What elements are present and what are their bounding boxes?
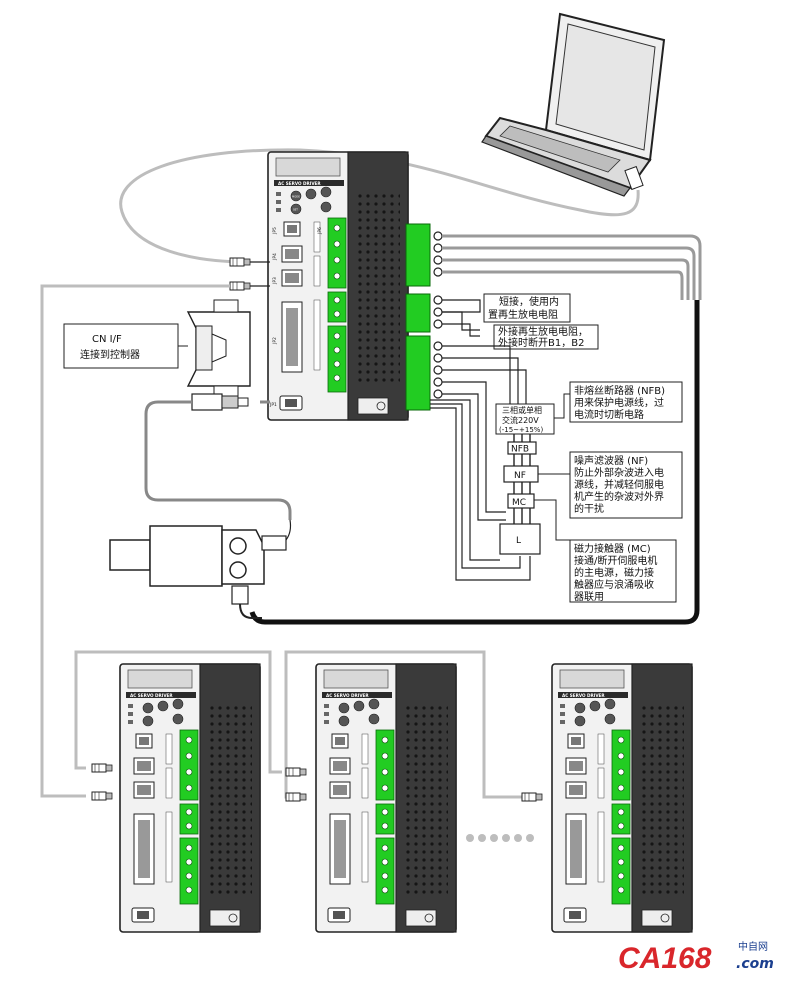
nfb-label: NFB	[511, 445, 529, 455]
nf-callout: 噪声滤波器 (NF) 防止外部杂波进入电 源线，并减轻伺服电 机产生的杂波对外界…	[569, 451, 683, 519]
ext-line1: 外接再生放电电阻，	[498, 325, 588, 338]
encoder-cable	[144, 393, 292, 520]
comm-cables	[40, 257, 270, 798]
power-supply-wiring	[430, 345, 531, 581]
mc-line4: 触器应与浪涌吸收	[574, 578, 654, 591]
ring-connectors	[433, 231, 443, 399]
cn-if-callout: CN I/F 连接到控制器	[63, 323, 179, 369]
terminal-blocks	[405, 223, 431, 411]
nf-line5: 的干扰	[574, 502, 604, 515]
servo-driver-1: AC SERVO DRIVER	[119, 663, 261, 933]
nf-line2: 防止外部杂波进入电	[574, 466, 664, 479]
supply-line1: 三相或单相	[502, 405, 542, 415]
mc-line2: 接通/断开伺服电机	[574, 554, 657, 567]
cn-if-line1: CN I/F	[92, 334, 122, 345]
watermark-cn: 中自网	[738, 940, 768, 953]
watermark-logo: CA168	[618, 942, 712, 975]
nfb-line1: 非熔丝断路器 (NFB)	[574, 384, 665, 397]
jp6-label: JP6	[317, 227, 323, 235]
short-regen-callout: 短接，使用内 置再生放电电阻	[483, 293, 571, 323]
mc-callout: 磁力接触器 (MC) 接通/断开伺服电机 的主电源，磁力接 触器应与浪涌吸收 器…	[569, 539, 677, 603]
more-drivers-ellipsis	[466, 834, 534, 842]
l-label: L	[516, 536, 521, 546]
watermark-domain: .com	[736, 956, 774, 972]
mc-line3: 的主电源，磁力接	[574, 566, 654, 579]
nfb-component: NFB	[507, 441, 537, 455]
jp3-label: JP3	[272, 277, 278, 285]
nfb-callout: 非熔丝断路器 (NFB) 用来保护电源线，过 电流时切断电路	[569, 381, 683, 423]
servo-driver-2: AC SERVO DRIVER	[315, 663, 457, 933]
dsub-connector	[186, 299, 251, 399]
nf-component: NF	[503, 465, 539, 483]
motor-power-cables	[442, 234, 702, 300]
cn-if-line2: 连接到控制器	[80, 348, 140, 361]
ca168-watermark: CA168 中自网 .com	[618, 940, 774, 975]
short-line1: 短接，使用内	[499, 295, 559, 308]
nfb-line2: 用来保护电源线，过	[574, 396, 664, 409]
set-button-label: SET	[293, 208, 298, 212]
nf-line1: 噪声滤波器 (NF)	[574, 454, 648, 467]
svg-text:AC SERVO DRIVER: AC SERVO DRIVER	[326, 693, 369, 698]
laptop-illustration	[481, 12, 666, 197]
mode-button-label: MODE	[292, 195, 300, 199]
external-regen-callout: 外接再生放电电阻， 外接时断开B1，B2	[493, 324, 599, 350]
mc-line5: 器联用	[574, 591, 604, 603]
nf-line3: 源线，并减轻伺服电	[574, 478, 664, 491]
mc-label: MC	[512, 498, 526, 508]
servo-driver-3: AC SERVO DRIVER	[551, 663, 693, 933]
nf-label: NF	[514, 471, 526, 481]
nfb-line3: 电流时切断电路	[574, 408, 644, 421]
ext-line2: 外接时断开B1，B2	[498, 336, 584, 349]
main-servo-driver: AC SERVO DRIVER JP5 JP4 JP3 JP2 JP1 JP6 …	[267, 151, 409, 421]
mc-component: MC	[507, 493, 535, 509]
mc-line1: 磁力接触器 (MC)	[574, 542, 651, 555]
jp4-label: JP4	[272, 253, 278, 261]
servo-motor	[109, 519, 292, 619]
jp5-label: JP5	[272, 227, 278, 235]
svg-text:AC SERVO DRIVER: AC SERVO DRIVER	[562, 693, 605, 698]
jp1-label: JP1	[269, 402, 277, 408]
supply-line2: 交流220V	[502, 415, 539, 425]
l-component: L	[499, 523, 541, 555]
supply-line3: (-15~+15%)	[499, 426, 543, 434]
supply-callout: 三相或单相 交流220V (-15~+15%)	[495, 403, 555, 435]
svg-text:AC SERVO DRIVER: AC SERVO DRIVER	[130, 693, 173, 698]
driver-brand-text: AC SERVO DRIVER	[278, 181, 321, 186]
nf-line4: 机产生的杂波对外界	[574, 490, 664, 503]
short-line2: 置再生放电电阻	[488, 308, 558, 321]
jp2-label: JP2	[272, 337, 278, 345]
